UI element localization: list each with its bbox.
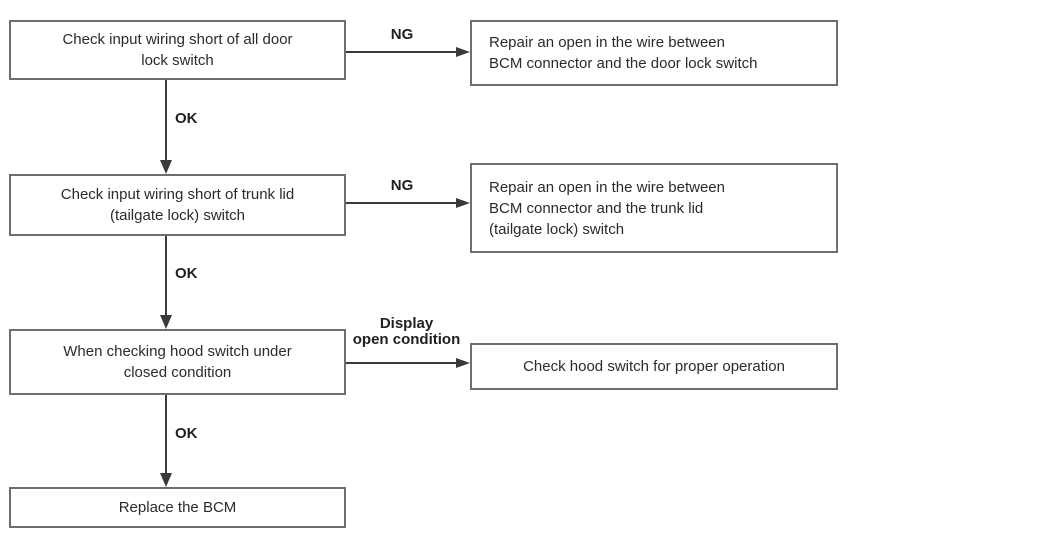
edge-label-ok-hood: OK — [175, 425, 198, 442]
arrowhead-down-icon — [160, 315, 172, 329]
flow-step-check-door-lock: Check input wiring short of all door loc… — [9, 20, 346, 80]
connector-display-open — [346, 362, 458, 364]
connector-ok-trunk — [165, 236, 167, 317]
flow-step-replace-bcm: Replace the BCM — [9, 487, 346, 528]
flow-result-text: Check hood switch for proper operation — [523, 358, 785, 375]
flow-step-text: Replace the BCM — [118, 499, 237, 516]
edge-label-ok-trunk: OK — [175, 265, 198, 282]
flow-step-text: Check input wiring short of trunk lid (t… — [60, 186, 295, 224]
flow-result-repair-door-lock-wire: Repair an open in the wire between BCM c… — [470, 20, 838, 86]
connector-ng-trunk — [346, 202, 458, 204]
flow-step-text: When checking hood switch under closed c… — [63, 343, 292, 381]
flow-result-text: Repair an open in the wire between BCM c… — [489, 34, 758, 72]
arrowhead-right-icon — [456, 47, 470, 57]
flow-step-check-trunk-lid: Check input wiring short of trunk lid (t… — [9, 174, 346, 236]
edge-label-ng-trunk: NG — [390, 177, 414, 194]
arrowhead-right-icon — [456, 198, 470, 208]
edge-label-ok-door: OK — [175, 110, 198, 127]
connector-ng-door — [346, 51, 458, 53]
flow-result-check-hood-operation: Check hood switch for proper operation — [470, 343, 838, 390]
flow-result-text: Repair an open in the wire between BCM c… — [489, 178, 725, 238]
connector-ok-hood — [165, 395, 167, 475]
flow-step-text: Check input wiring short of all door loc… — [62, 31, 293, 69]
flow-step-check-hood-switch: When checking hood switch under closed c… — [9, 329, 346, 395]
edge-label-ng-door: NG — [390, 26, 414, 43]
connector-ok-door — [165, 80, 167, 162]
edge-label-display-open-condition: Display open condition — [352, 315, 461, 348]
flow-result-repair-trunk-lid-wire: Repair an open in the wire between BCM c… — [470, 163, 838, 253]
arrowhead-down-icon — [160, 160, 172, 174]
arrowhead-down-icon — [160, 473, 172, 487]
arrowhead-right-icon — [456, 358, 470, 368]
